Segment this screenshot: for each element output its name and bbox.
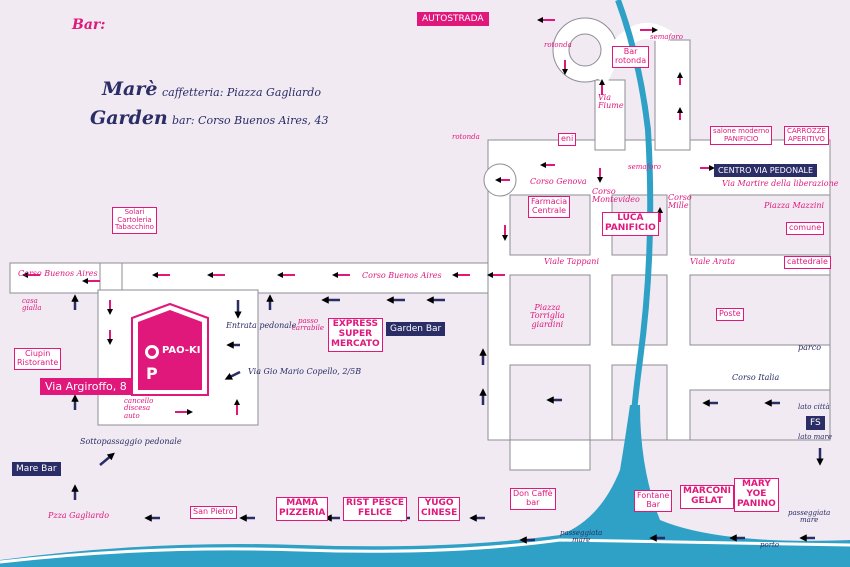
passeggiata-mare-label: passeggiata mare (560, 529, 603, 545)
piazza-torriglia-label: Piazza Torriglia giardini (530, 303, 565, 329)
piazza-mazzini-label: Piazza Mazzini (764, 201, 825, 210)
comune-box: comune (786, 222, 825, 235)
corso-montevideo-label: Corso Montevideo (592, 187, 640, 205)
via-fiume-label: Via Fiume (598, 93, 624, 111)
yugo-box: YUGO CINESE (418, 497, 461, 521)
cancello-label: cancello discesa auto (124, 397, 154, 420)
casa-gialla-label: casa gialla (22, 297, 42, 313)
corso-genova-label: Corso Genova (530, 177, 587, 186)
farmacia-box: Farmacia Centrale (528, 196, 571, 218)
mary-yoe-box: MARY YOE PANINO (734, 478, 779, 512)
pao-ki-label: PAO-KI (162, 345, 201, 356)
mare-bar-box: Mare Bar (12, 462, 61, 476)
luca-panificio-box: LUCA PANIFICIO (602, 212, 659, 236)
passeggiata-mare-right-label: passeggiata mare (788, 509, 831, 525)
via-martiri-label: Via Martire della liberazione (722, 179, 839, 188)
garden-detail: bar: Corso Buenos Aires, 43 (172, 114, 329, 127)
garden-name: Garden (90, 107, 168, 129)
navy-arrows (71, 294, 824, 544)
sottopassaggio-label: Sottopassaggio pedonale (80, 437, 182, 446)
river (615, 0, 654, 471)
lato-citta-label: lato città (798, 403, 830, 411)
mama-pizzeria-box: MAMA PIZZERIA (276, 497, 329, 521)
poste-box: Poste (716, 308, 744, 321)
don-caffe-box: Don Caffè bar (510, 488, 556, 510)
mare-name: Marè (102, 78, 158, 100)
sea (0, 405, 850, 567)
passo-carrabile-label: passo carrabile (292, 317, 325, 333)
parking-label: P (146, 364, 158, 383)
viale-tappani-label: Viale Tappani (544, 257, 600, 266)
corso-buenos-aires-left-label: Corso Buenos Aires (18, 269, 98, 278)
solari-box: Solari Cartoleria Tabacchino (112, 207, 157, 235)
via-argiroffo-box: Via Argiroffo, 8 (40, 378, 132, 395)
express-box: EXPRESS SUPER MERCATO (328, 318, 383, 352)
garden-bar-box: Garden Bar (386, 322, 446, 336)
centro-pedonale-box: CENTRO VIA PEDONALE (714, 164, 818, 177)
pzza-gagliardo-label: Pzza Gagliardo (48, 511, 110, 520)
carrozze-box: CARROZZE APERITIVO (784, 126, 829, 146)
rotonda-label: rotonda (452, 133, 480, 141)
bar-rotonda-box: Bar rotonda (612, 46, 650, 68)
corso-italia-label: Corso Italia (732, 373, 780, 382)
mare-detail: caffetteria: Piazza Gagliardo (162, 86, 321, 99)
corso-buenos-aires-mid-label: Corso Buenos Aires (362, 271, 442, 280)
bar-title: Bar: (72, 17, 106, 33)
via-gio-label: Via Gio Mario Copello, 2/5B (248, 367, 362, 376)
corso-mille-label: Corso Mille (668, 193, 692, 211)
parco-label: parco (798, 343, 822, 352)
porto-label: porto (760, 541, 780, 549)
rotonda-top-label: rotonda (544, 41, 572, 49)
pao-ki-building (131, 302, 209, 396)
semaforo-top-label: semaforo (650, 33, 683, 41)
san-pietro-box: San Pietro (190, 506, 237, 519)
rist-pesce-box: RIST PESCE FELICE (343, 497, 408, 521)
pink-arrows (22, 17, 715, 415)
salone-panificio-box: salone moderno PANIFICIO (710, 126, 773, 146)
lato-mare-label: lato mare (798, 433, 832, 441)
cattedrale-box: cattedrale (784, 256, 831, 269)
marconi-box: MARCONI GELAT (680, 485, 734, 509)
autostrada-box: AUTOSTRADA (417, 12, 489, 26)
ciupin-box: Ciupin Ristorante (14, 348, 62, 370)
arrow (99, 452, 115, 466)
arrow (224, 370, 241, 380)
eni-box: eni (558, 133, 577, 146)
viale-arata-label: Viale Arata (690, 257, 736, 266)
semaforo-label: semaforo (628, 163, 661, 171)
fs-box: FS (806, 416, 825, 430)
fontane-box: Fontane Bar (634, 490, 673, 512)
entrata-pedonale-label: Entrata pedonale (226, 321, 297, 330)
